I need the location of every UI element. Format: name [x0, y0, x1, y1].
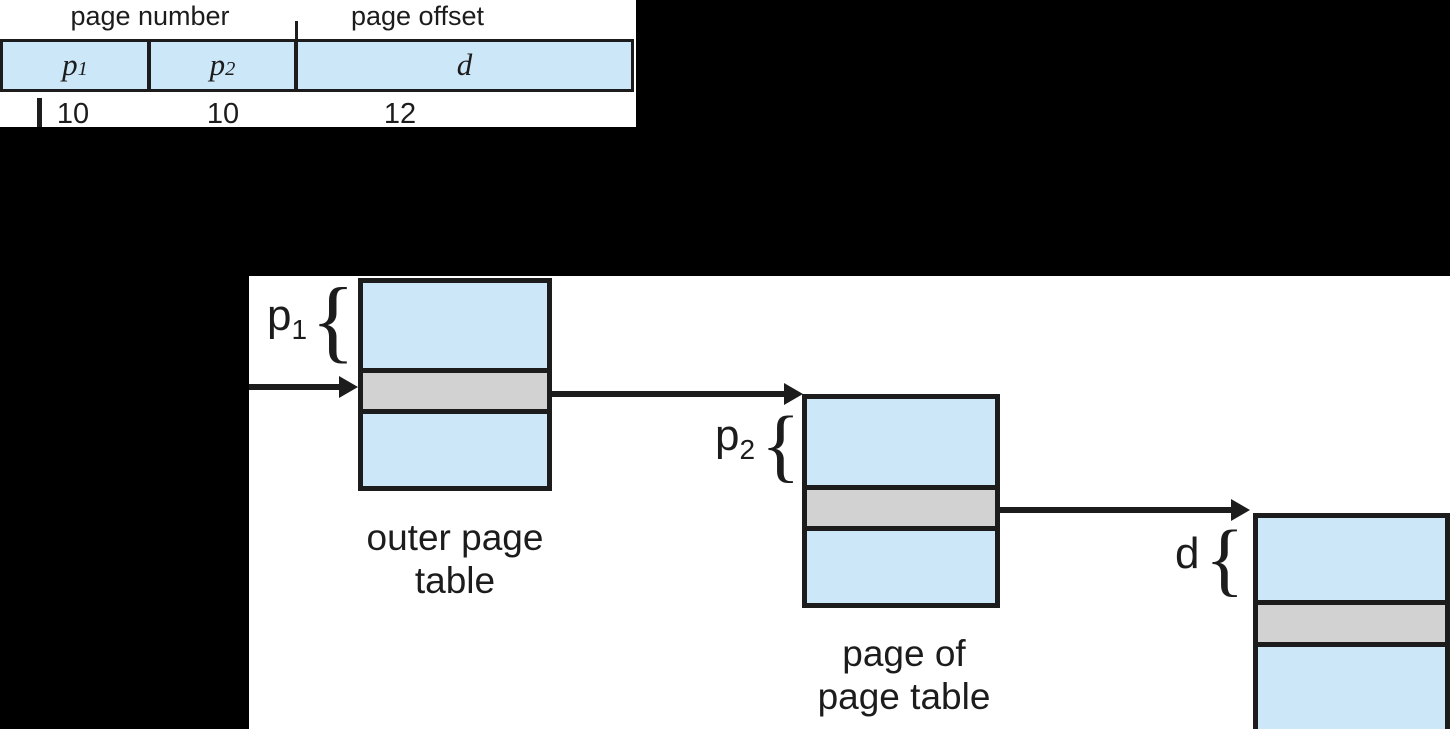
- arrow-to-inner-table-line: [552, 391, 788, 397]
- page-of-page-table-box: [802, 394, 1000, 608]
- page-frame-cell-top: [1258, 518, 1445, 600]
- caption-line: outer page: [366, 517, 544, 558]
- brace-p2: {: [761, 399, 801, 490]
- page-frame-box: [1253, 513, 1450, 729]
- outer-table-entry-bottom: [363, 414, 547, 486]
- index-base: p: [267, 291, 292, 340]
- caption-line: page of: [842, 633, 966, 674]
- bit-width-p1: 10: [56, 98, 90, 130]
- page-offset-group-label: page offset: [350, 1, 485, 31]
- index-base: d: [1175, 529, 1200, 578]
- bit-width-d: 12: [383, 98, 417, 130]
- bit-width-p2: 10: [206, 98, 240, 130]
- field-symbol: p: [209, 46, 226, 82]
- group-divider-tick: [295, 21, 298, 39]
- page-of-page-table-caption: page of page table: [774, 632, 1034, 718]
- outer-table-entry-selected: [363, 368, 547, 414]
- arrow-to-inner-table-head: [784, 383, 803, 405]
- brace-p1: {: [311, 276, 356, 371]
- outer-table-entry-top: [363, 283, 547, 368]
- field-symbol: d: [456, 46, 473, 82]
- arrow-to-outer-table-line: [249, 384, 343, 390]
- arrow-to-page-frame-line: [1000, 507, 1235, 513]
- outer-page-table-box: [358, 278, 552, 491]
- page-frame-cell-bottom: [1258, 647, 1445, 729]
- index-base: p: [715, 411, 740, 460]
- brace-d: {: [1205, 513, 1245, 604]
- index-subscript: 2: [739, 434, 756, 465]
- translation-diagram-panel: p1 { outer page table p2 { page of page …: [249, 276, 1450, 729]
- field-subscript: 1: [77, 57, 88, 80]
- caption-line: table: [414, 560, 496, 601]
- index-label-p2: p2: [715, 411, 756, 466]
- arrow-to-page-frame-head: [1231, 499, 1250, 521]
- address-field-d: d: [298, 42, 631, 89]
- index-label-d: d: [1175, 532, 1199, 581]
- arrow-to-outer-table-head: [339, 376, 358, 398]
- index-label-p1: p1: [267, 291, 308, 346]
- field-subscript: 2: [225, 57, 236, 80]
- page-number-group-label: page number: [70, 1, 230, 31]
- index-subscript: 1: [291, 314, 308, 345]
- outer-page-table-caption: outer page table: [325, 516, 585, 602]
- bit-width-tick: [37, 98, 42, 127]
- page-frame-cell-selected: [1258, 600, 1445, 647]
- inner-table-entry-bottom: [807, 531, 995, 603]
- caption-line: page table: [817, 676, 991, 717]
- field-symbol: p: [62, 46, 78, 82]
- inner-table-entry-top: [807, 399, 995, 485]
- inner-table-entry-selected: [807, 485, 995, 531]
